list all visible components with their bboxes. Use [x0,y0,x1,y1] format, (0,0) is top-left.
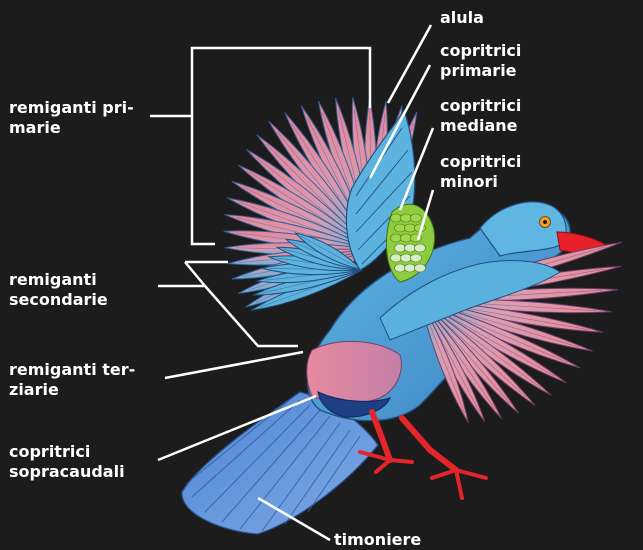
label-remiganti-terziarie: remiganti ter-ziarie [9,360,135,400]
covert-scale [405,224,416,232]
leader-remiganti-secondarie-top [185,262,205,286]
covert-scale [391,214,402,222]
covert-scale [415,264,426,272]
covert-scale [415,244,426,252]
covert-scale [401,254,412,262]
covert-scale [405,264,416,272]
covert-scale [401,234,412,242]
covert-scale [411,254,422,262]
covert-scale [405,244,416,252]
legs [360,412,486,498]
covert-scale [395,264,406,272]
leader-remiganti-terziarie [165,352,303,378]
label-remiganti-primarie: remiganti pri-marie [9,98,134,138]
covert-scale [411,214,422,222]
covert-scale [391,254,402,262]
label-timoniere: timoniere [334,530,421,550]
label-alula: alula [440,8,484,28]
covert-scale [391,234,402,242]
leader-alula [388,25,431,103]
covert-scale [395,244,406,252]
covert-scale [401,214,412,222]
covert-scale [395,224,406,232]
